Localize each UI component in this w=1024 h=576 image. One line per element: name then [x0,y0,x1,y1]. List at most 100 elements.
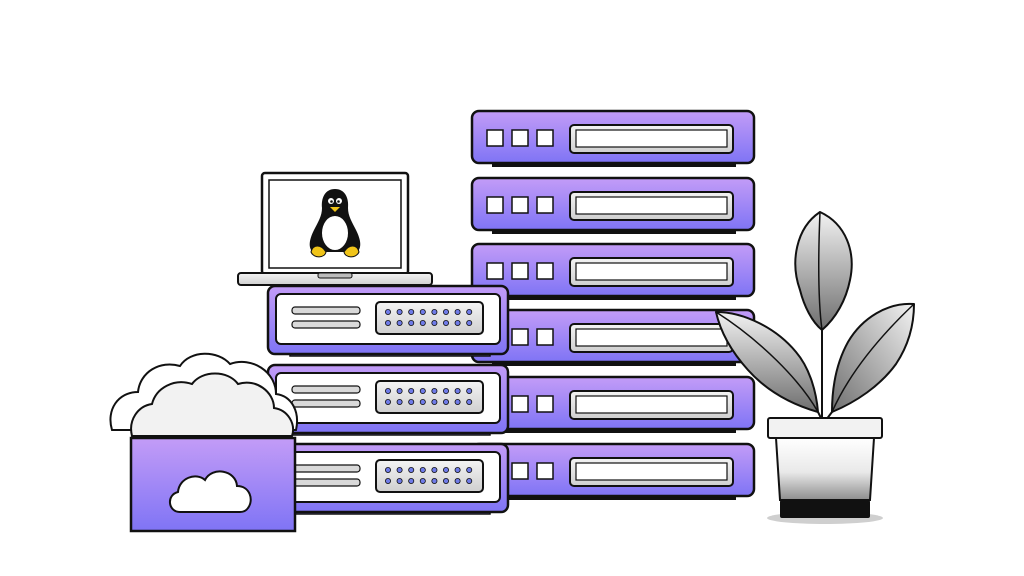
vent-bar [291,306,361,315]
pot-body [774,437,876,501]
plant-leaves [715,211,915,421]
vent-bar [291,399,361,408]
port-led [419,308,426,315]
port-led [396,387,403,394]
port-led [419,319,426,326]
indicator-light [536,262,554,280]
port-led [396,308,403,315]
vent-bar [291,478,361,487]
port-led [454,308,461,315]
indicator-light [536,328,554,346]
laptop [237,171,433,286]
drive-bay-slot [575,262,728,281]
indicator-light [511,196,529,214]
indicator-light [511,395,529,413]
tall-server-rack [470,109,756,500]
port-led [396,466,403,473]
rack-unit [266,363,510,436]
indicator-light [486,262,504,280]
port-led [384,319,391,326]
port-led [431,477,438,484]
port-panel [375,459,484,493]
drive-bay-slot [575,196,728,215]
vent-bar [291,385,361,394]
indicator-light [486,129,504,147]
port-led [454,466,461,473]
port-panel [375,301,484,335]
port-led [431,398,438,405]
port-led [384,387,391,394]
rack-unit [266,284,510,357]
indicator-light [536,196,554,214]
drive-bay-slot [575,462,728,481]
port-led [396,477,403,484]
port-led [431,387,438,394]
port-led [431,466,438,473]
port-led [408,398,415,405]
port-led [419,398,426,405]
vent-bar [291,320,361,329]
drive-bay-slot [575,129,728,148]
port-led [466,477,473,484]
rack-unit [470,375,756,433]
port-led [431,319,438,326]
rack-unit [470,442,756,500]
laptop-hinge [317,272,353,279]
port-led [442,387,449,394]
port-led [466,387,473,394]
rack-unit [266,442,510,515]
port-led [466,466,473,473]
indicator-light [536,395,554,413]
port-led [454,398,461,405]
port-led [466,398,473,405]
short-server-rack [266,284,510,515]
port-led [384,398,391,405]
port-led [408,387,415,394]
port-led [408,466,415,473]
port-led [454,319,461,326]
indicator-light [511,462,529,480]
port-led [466,308,473,315]
indicator-light [511,129,529,147]
rack-unit [470,242,756,300]
port-led [408,477,415,484]
indicator-light [511,328,529,346]
pot-base [780,500,870,518]
drive-bay-slot [575,395,728,414]
port-led [384,466,391,473]
port-led [396,398,403,405]
port-led [442,398,449,405]
cloud-outline-icon [109,352,298,437]
port-led [442,319,449,326]
port-led [431,308,438,315]
port-led [419,477,426,484]
rack-unit [470,109,756,167]
port-led [408,319,415,326]
drive-bay-slot [575,328,728,347]
port-led [442,466,449,473]
port-panel [375,380,484,414]
port-led [408,308,415,315]
indicator-light [486,196,504,214]
rack-unit [470,176,756,234]
rack-unit [470,308,756,366]
indicator-light [536,129,554,147]
port-led [396,319,403,326]
cloud-storage-box [109,352,298,533]
indicator-light [536,462,554,480]
linux-tux-icon [309,189,361,258]
pot-rim [767,417,883,439]
port-led [384,477,391,484]
port-led [442,308,449,315]
port-led [384,308,391,315]
potted-plant [715,211,915,524]
vent-bar [291,464,361,473]
port-led [466,319,473,326]
indicator-light [511,262,529,280]
port-led [454,387,461,394]
port-led [454,477,461,484]
port-led [442,477,449,484]
cloud-icon [169,470,252,513]
port-led [419,466,426,473]
